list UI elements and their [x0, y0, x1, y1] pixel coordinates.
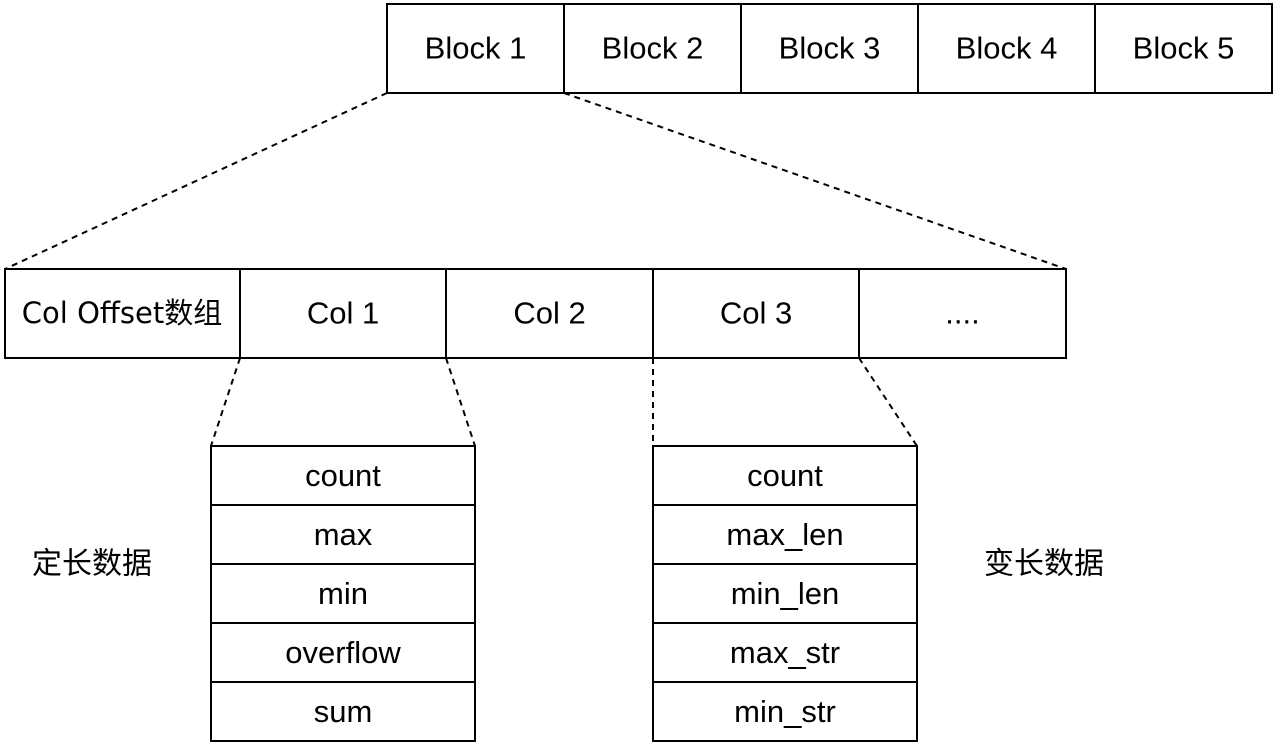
stat-field-label: min_len	[731, 576, 840, 611]
stat-field: overflow	[210, 622, 476, 683]
block-label: Block 2	[602, 31, 704, 66]
stat-field-label: max_len	[726, 517, 843, 552]
block-row: Block 1 Block 2 Block 3 Block 4 Block 5	[386, 3, 1273, 94]
column-cell: Col 2	[445, 268, 654, 359]
stat-field: max	[210, 504, 476, 565]
block-cell: Block 2	[563, 3, 742, 94]
block-cell: Block 5	[1094, 3, 1273, 94]
block-label: Block 1	[425, 31, 527, 66]
connector-block1-left	[4, 92, 388, 270]
block-cell: Block 1	[386, 3, 565, 94]
stat-field: max_len	[652, 504, 918, 565]
block-label: Block 3	[779, 31, 881, 66]
stat-field: min	[210, 563, 476, 624]
stat-field-label: count	[305, 458, 381, 493]
stat-field-label: count	[747, 458, 823, 493]
fixed-length-label: 定长数据	[32, 547, 152, 582]
stat-field-label: min_str	[734, 694, 836, 729]
column-cell: Col 3	[652, 268, 860, 359]
block-label: Block 5	[1133, 31, 1235, 66]
column-label: Col Offset数组	[22, 296, 222, 330]
stat-field-label: sum	[314, 694, 373, 729]
stat-field-label: min	[318, 576, 368, 611]
stat-field-label: max_str	[730, 635, 840, 670]
connector-col3-right	[858, 357, 918, 447]
stat-field-label: max	[314, 517, 373, 552]
block-label: Block 4	[956, 31, 1058, 66]
stat-field: max_str	[652, 622, 918, 683]
column-row: Col Offset数组 Col 1 Col 2 Col 3 ....	[4, 268, 1067, 359]
column-cell: Col 1	[239, 268, 447, 359]
connectors	[4, 92, 1067, 447]
block-cell: Block 3	[740, 3, 919, 94]
stat-field-label: overflow	[285, 635, 401, 670]
variable-length-label: 变长数据	[984, 547, 1104, 582]
stat-field: count	[652, 445, 918, 506]
fixed-length-stack: count max min overflow sum	[210, 445, 476, 742]
column-label: Col 3	[720, 296, 792, 331]
connector-col1-right	[445, 357, 476, 447]
variable-length-stack: count max_len min_len max_str min_str	[652, 445, 918, 742]
column-offset-cell: Col Offset数组	[4, 268, 241, 359]
column-label: ....	[945, 296, 979, 331]
stat-field: count	[210, 445, 476, 506]
block-cell: Block 4	[917, 3, 1096, 94]
column-cell: ....	[858, 268, 1067, 359]
connector-block1-right	[563, 92, 1067, 270]
stat-field: min_str	[652, 681, 918, 742]
stat-field: min_len	[652, 563, 918, 624]
column-label: Col 1	[307, 296, 379, 331]
connector-col1-left	[210, 357, 241, 447]
column-label: Col 2	[513, 296, 585, 331]
stat-field: sum	[210, 681, 476, 742]
